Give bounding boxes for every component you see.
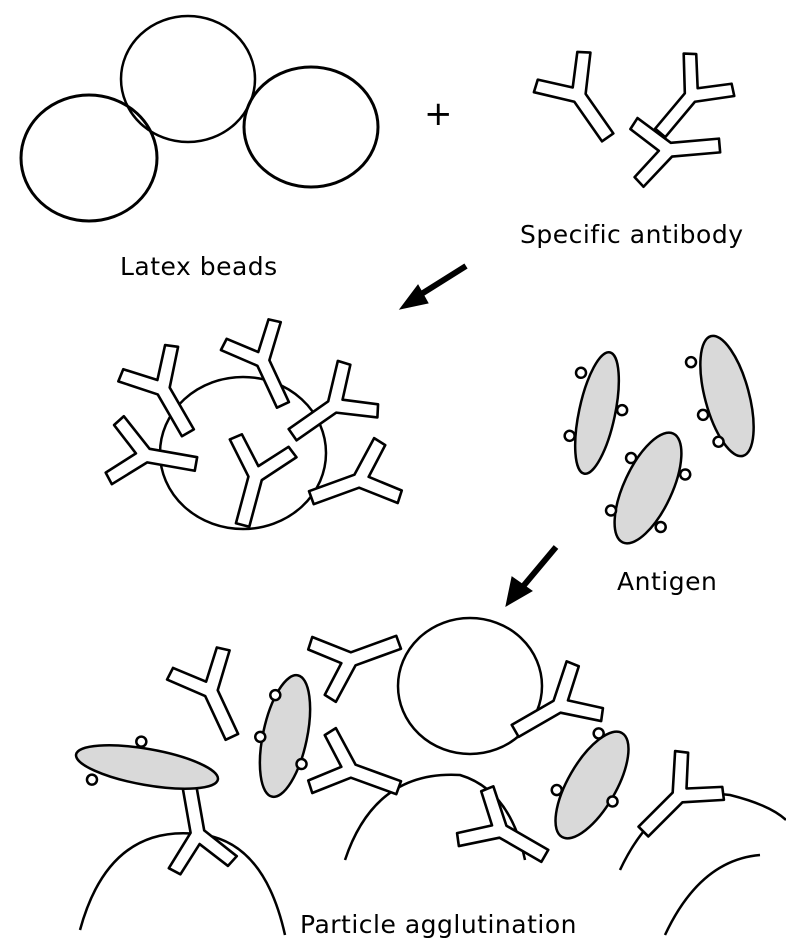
antibody-coated-bead [104, 315, 405, 534]
particle-agglutination-label: Particle agglutination [300, 910, 577, 939]
antibody [164, 643, 263, 751]
specific-antibody-group [529, 46, 739, 187]
antibody [305, 610, 411, 705]
latex-bead [665, 855, 760, 935]
specific-antibody-label: Specific antibody [520, 220, 744, 249]
latex-bead [244, 67, 378, 187]
antigen-particle [533, 717, 648, 853]
antigen-particle [71, 726, 223, 806]
antigen-group [556, 330, 765, 556]
arrow-2 [506, 547, 556, 606]
latex-bead [121, 16, 255, 142]
arrow-1 [400, 266, 466, 309]
antigen-label: Antigen [617, 567, 717, 596]
plus-sign: + [424, 94, 453, 134]
latex-bead [21, 95, 157, 221]
latex-beads-label: Latex beads [120, 252, 278, 281]
antibody [529, 46, 636, 157]
agglutination-lattice [71, 610, 786, 935]
latex-bead-group [21, 16, 378, 221]
antigen-particle [679, 330, 764, 464]
